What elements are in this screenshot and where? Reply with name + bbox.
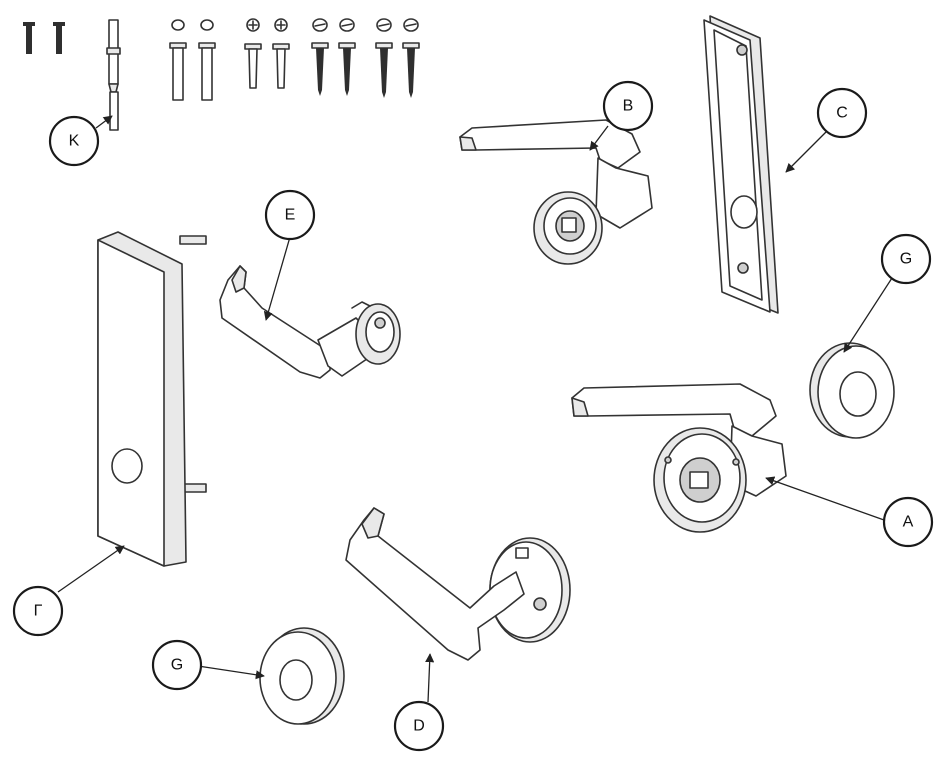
callout-label: C xyxy=(836,105,848,122)
front-escutcheon-plate xyxy=(97,231,207,567)
wood-screw-long xyxy=(375,18,393,98)
callout-k: K xyxy=(48,115,100,167)
callout-g-left: G xyxy=(151,639,203,691)
wood-screw xyxy=(311,18,329,96)
spindle xyxy=(106,19,121,131)
sex-bolt xyxy=(198,19,216,101)
callout-e: E xyxy=(264,189,316,241)
machine-screw xyxy=(23,22,35,54)
wood-screw-long xyxy=(402,18,420,98)
callout-label: K xyxy=(69,133,80,150)
sex-bolt xyxy=(169,19,187,101)
callout-b: B xyxy=(602,80,654,132)
rose-left xyxy=(259,627,345,725)
back-escutcheon-plate xyxy=(703,15,779,314)
hardware-kit xyxy=(23,18,420,131)
lever-assembly-a xyxy=(571,383,787,533)
lever-e xyxy=(219,265,401,379)
leader-lines xyxy=(57,115,893,703)
wood-screw xyxy=(338,18,356,96)
callout-g-right: G xyxy=(880,233,932,285)
callout-d: D xyxy=(393,700,445,752)
callout-label: B xyxy=(623,98,634,115)
rose-right xyxy=(809,342,895,439)
callout-label: E xyxy=(285,207,296,224)
lever-assembly-d xyxy=(345,507,571,661)
callout-label: A xyxy=(903,514,914,531)
phillips-screw xyxy=(244,18,262,89)
callout-label: G xyxy=(900,251,912,268)
callout-c: C xyxy=(816,87,868,139)
callout-f: Г xyxy=(12,585,64,637)
callout-label: Г xyxy=(34,603,43,620)
lever-assembly-b xyxy=(459,119,653,265)
machine-screw xyxy=(53,22,65,54)
callout-a: A xyxy=(882,496,934,548)
callout-label: G xyxy=(171,657,183,674)
callout-label: D xyxy=(413,718,425,735)
phillips-screw xyxy=(272,18,290,89)
